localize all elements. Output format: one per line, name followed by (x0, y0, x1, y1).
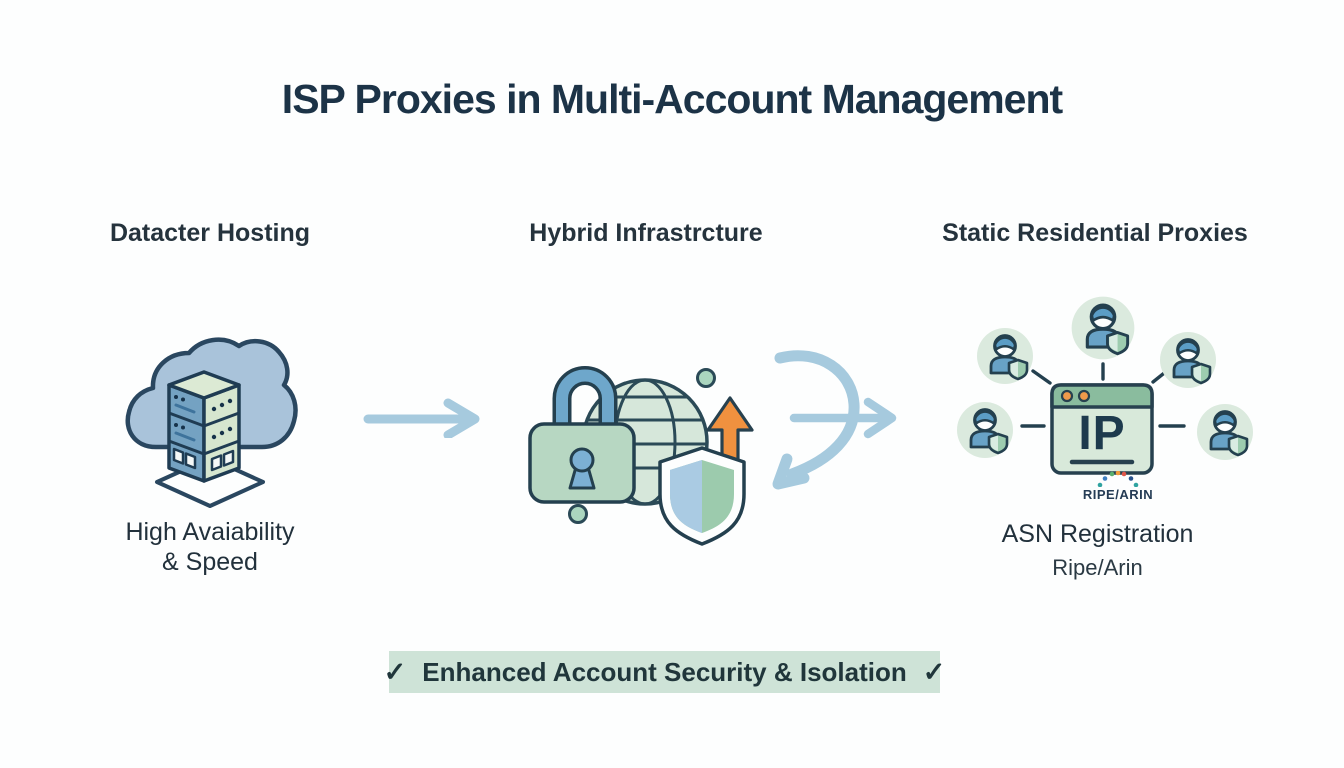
column-header-datacenter-hosting: Datacter Hosting (109, 219, 311, 247)
banner-label: Enhanced Account Security & Isolation (422, 656, 907, 687)
shield-icon (658, 446, 746, 546)
ip-window-icon (1050, 383, 1154, 475)
column-header-hybrid-infrastructure: Hybrid Infrastrcture (529, 219, 763, 247)
ripe-arin-arc-icon (1097, 471, 1139, 487)
network-connectors (1020, 362, 1186, 428)
ripe-arin-logo: RIPE/ARIN (1062, 471, 1174, 502)
datacenter-caption: High Avaiability & Speed (40, 517, 380, 577)
ripe-arin-label: RIPE/ARIN (1082, 487, 1154, 502)
server-tower-icon (167, 370, 241, 483)
check-icon: ✓ (383, 656, 407, 687)
caption-line: ASN Registration (1001, 520, 1194, 548)
window-dot (1077, 389, 1091, 403)
avatar-shield-icon (1070, 295, 1136, 361)
ip-window-label: IP (1078, 406, 1126, 460)
ip-network-icon (955, 295, 1255, 475)
page-title: ISP Proxies in Multi-Account Management (281, 76, 1063, 122)
check-icon: ✓ (922, 656, 946, 687)
padlock-icon (528, 366, 636, 504)
caption-line: & Speed (162, 548, 258, 576)
avatar-shield-icon (975, 326, 1035, 386)
avatar-shield-icon (1158, 330, 1218, 390)
decorative-dot (568, 504, 588, 524)
caption-line: Ripe/Arin (1052, 555, 1143, 580)
window-dot (1060, 389, 1074, 403)
column-header-static-residential-proxies: Static Residential Proxies (942, 219, 1248, 247)
avatar-shield-icon (1195, 402, 1255, 462)
avatar-shield-icon (955, 400, 1015, 460)
benefit-banner: ✓ Enhanced Account Security & Isolation … (384, 651, 945, 693)
cloud-server-icon (125, 337, 298, 508)
asn-caption: ASN Registration Ripe/Arin (930, 520, 1265, 581)
decorative-dot (696, 368, 716, 388)
right-arrow-icon (363, 398, 480, 438)
curved-arrow-icon (772, 350, 897, 490)
lock-globe-shield-icon (528, 366, 754, 546)
caption-line: High Avaiability (125, 518, 295, 546)
